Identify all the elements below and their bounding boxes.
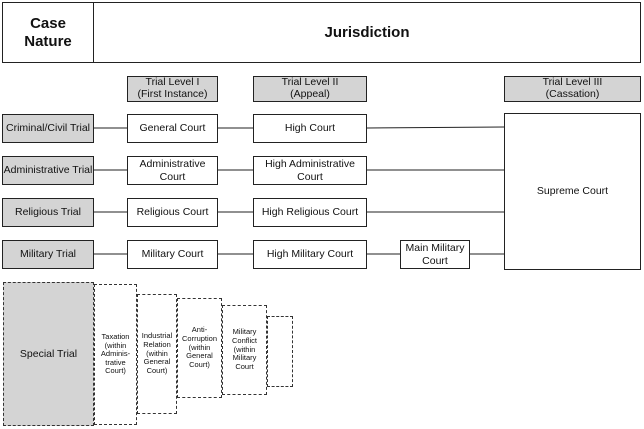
special-court-placeholder <box>267 316 293 387</box>
court-high: High Court <box>253 114 367 143</box>
special-court-taxation: Taxation (within Adminis- trative Court) <box>94 284 137 425</box>
case-administrative: Administrative Trial <box>2 156 94 185</box>
court-supreme: Supreme Court <box>504 113 641 270</box>
court-religious: Religious Court <box>127 198 218 227</box>
case-religious: Religious Trial <box>2 198 94 227</box>
court-high-military: High Military Court <box>253 240 367 269</box>
case-criminal-civil: Criminal/Civil Trial <box>2 114 94 143</box>
trial-level-2: Trial Level II (Appeal) <box>253 76 367 102</box>
trial-level-3: Trial Level III (Cassation) <box>504 76 641 102</box>
connector-high-supreme <box>366 126 505 129</box>
trial-level-1: Trial Level I (First Instance) <box>127 76 218 102</box>
court-high-religious: High Religious Court <box>253 198 367 227</box>
court-high-administrative: High Administrative Court <box>253 156 367 185</box>
court-administrative: Administrative Court <box>127 156 218 185</box>
court-general: General Court <box>127 114 218 143</box>
special-court-military-conflict: Military Conflict (within Military Court <box>222 305 267 395</box>
case-nature-header: Case Nature <box>2 2 94 63</box>
jurisdiction-header: Jurisdiction <box>93 2 641 63</box>
special-court-anti-corruption: Anti- Corruption (within General Court) <box>177 298 222 398</box>
court-main-military: Main Military Court <box>400 240 470 269</box>
special-court-industrial-relation: Industrial Relation (within General Cour… <box>137 294 177 414</box>
court-military: Military Court <box>127 240 218 269</box>
case-military: Military Trial <box>2 240 94 269</box>
case-special: Special Trial <box>3 282 94 426</box>
